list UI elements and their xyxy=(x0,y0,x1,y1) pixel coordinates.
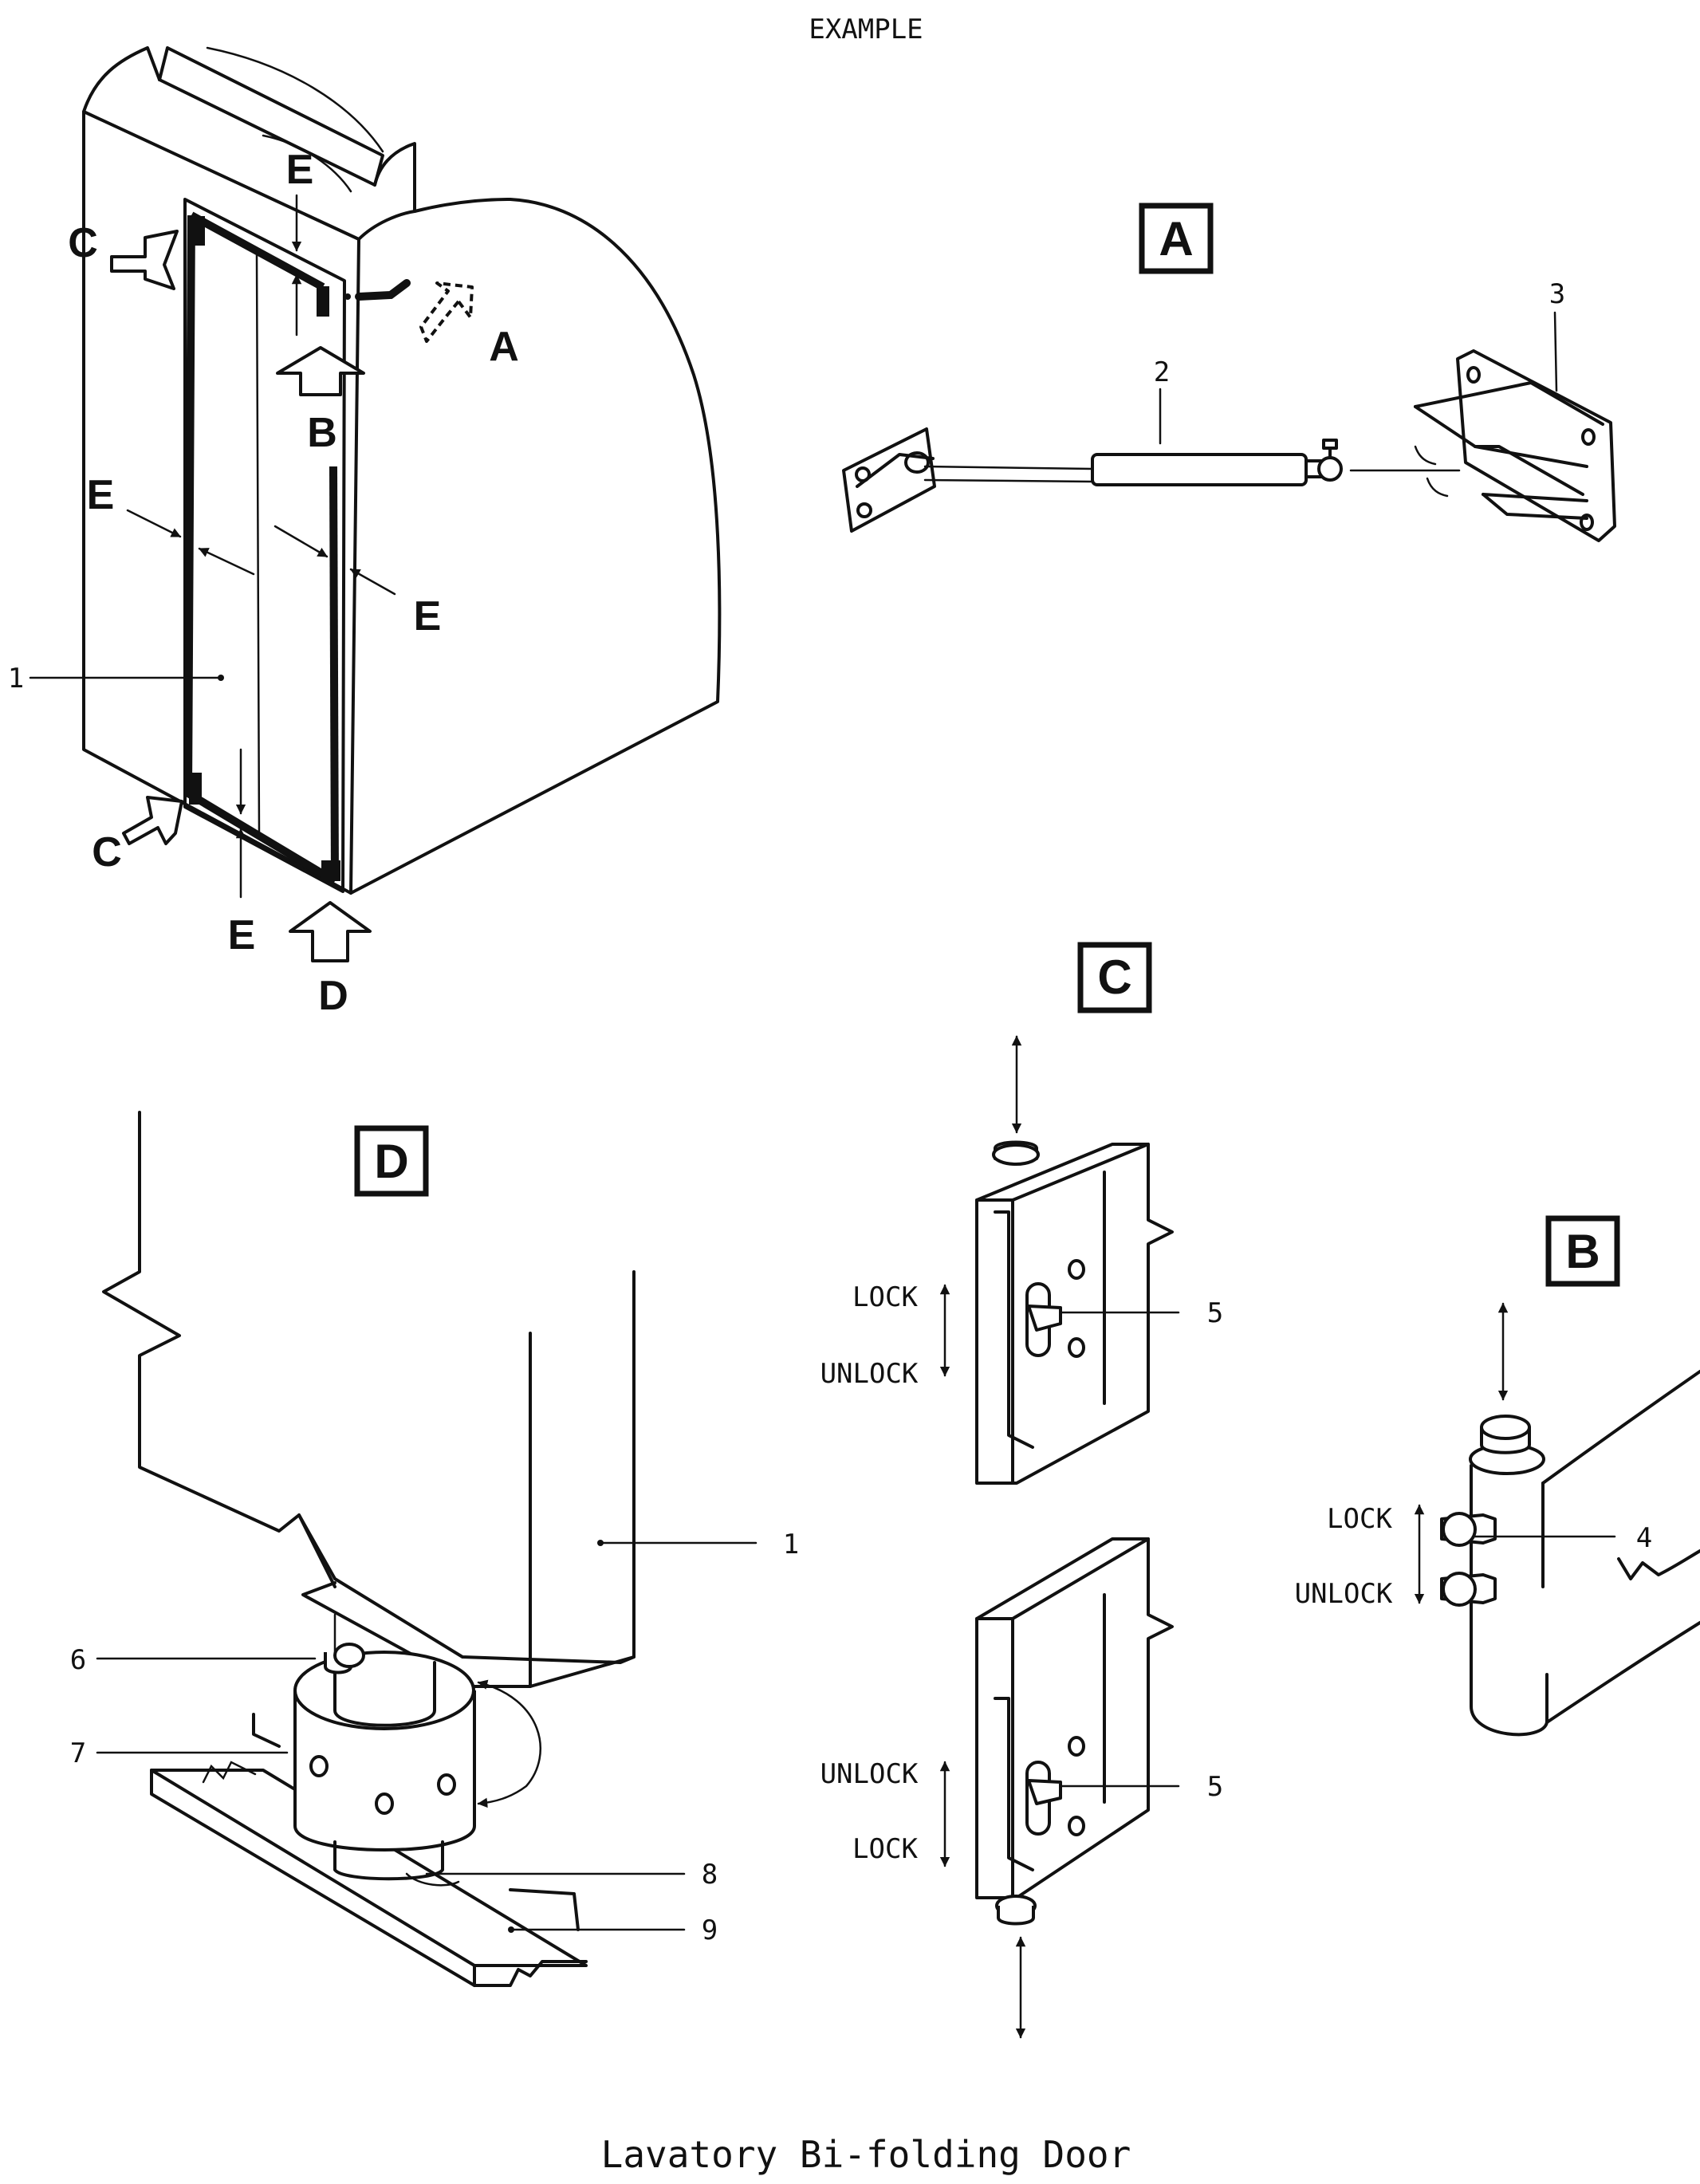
item-1-label-d: 1 xyxy=(783,1529,799,1560)
d-label-main: D xyxy=(318,973,348,1019)
c-label-top: C xyxy=(68,220,98,266)
detail-b-title: B xyxy=(1565,1225,1600,1278)
header-label: EXAMPLE xyxy=(809,14,923,45)
item-2-label: 2 xyxy=(1154,356,1170,388)
lock-label-bottom: LOCK xyxy=(852,1833,918,1865)
detail-c: C 5 LOCK UNLOCK 5 UNLOCK xyxy=(820,942,1223,2039)
item-6-label: 6 xyxy=(70,1644,86,1676)
item-9-label: 9 xyxy=(702,1914,718,1946)
b-label-main: B xyxy=(307,410,337,456)
unlock-label-b: UNLOCK xyxy=(1295,1578,1393,1610)
unlock-label-top: UNLOCK xyxy=(820,1358,919,1390)
e-label-left: E xyxy=(87,472,115,518)
detail-a-title: A xyxy=(1159,212,1193,266)
item-8-label: 8 xyxy=(702,1859,718,1891)
unlock-label-bottom: UNLOCK xyxy=(820,1758,919,1790)
item-5-label-bottom: 5 xyxy=(1207,1771,1223,1803)
detail-b: B LOCK UNLOCK 4 xyxy=(1295,1215,1700,1737)
detail-a: A 2 3 xyxy=(842,203,1616,542)
c-label-bottom: C xyxy=(92,829,122,876)
item-7-label: 7 xyxy=(70,1737,86,1769)
detail-d: D 1 6 7 8 xyxy=(70,1111,799,1987)
item-3-label: 3 xyxy=(1549,278,1565,310)
e-label-right: E xyxy=(414,593,442,639)
item-5-label-top: 5 xyxy=(1207,1297,1223,1329)
detail-d-title: D xyxy=(374,1135,408,1188)
lavatory-main-view: 1 E E E E C C B D A xyxy=(8,46,722,1019)
figure-caption: Lavatory Bi-folding Door xyxy=(601,2133,1131,2176)
lock-label-b: LOCK xyxy=(1327,1503,1392,1535)
lock-label-top: LOCK xyxy=(852,1281,918,1313)
detail-c-title: C xyxy=(1097,950,1131,1004)
a-label-main: A xyxy=(489,324,519,370)
item-1-label-main: 1 xyxy=(8,663,24,695)
item-4-label: 4 xyxy=(1636,1522,1652,1554)
e-label-bottom: E xyxy=(228,912,256,958)
e-label-top: E xyxy=(286,147,314,193)
